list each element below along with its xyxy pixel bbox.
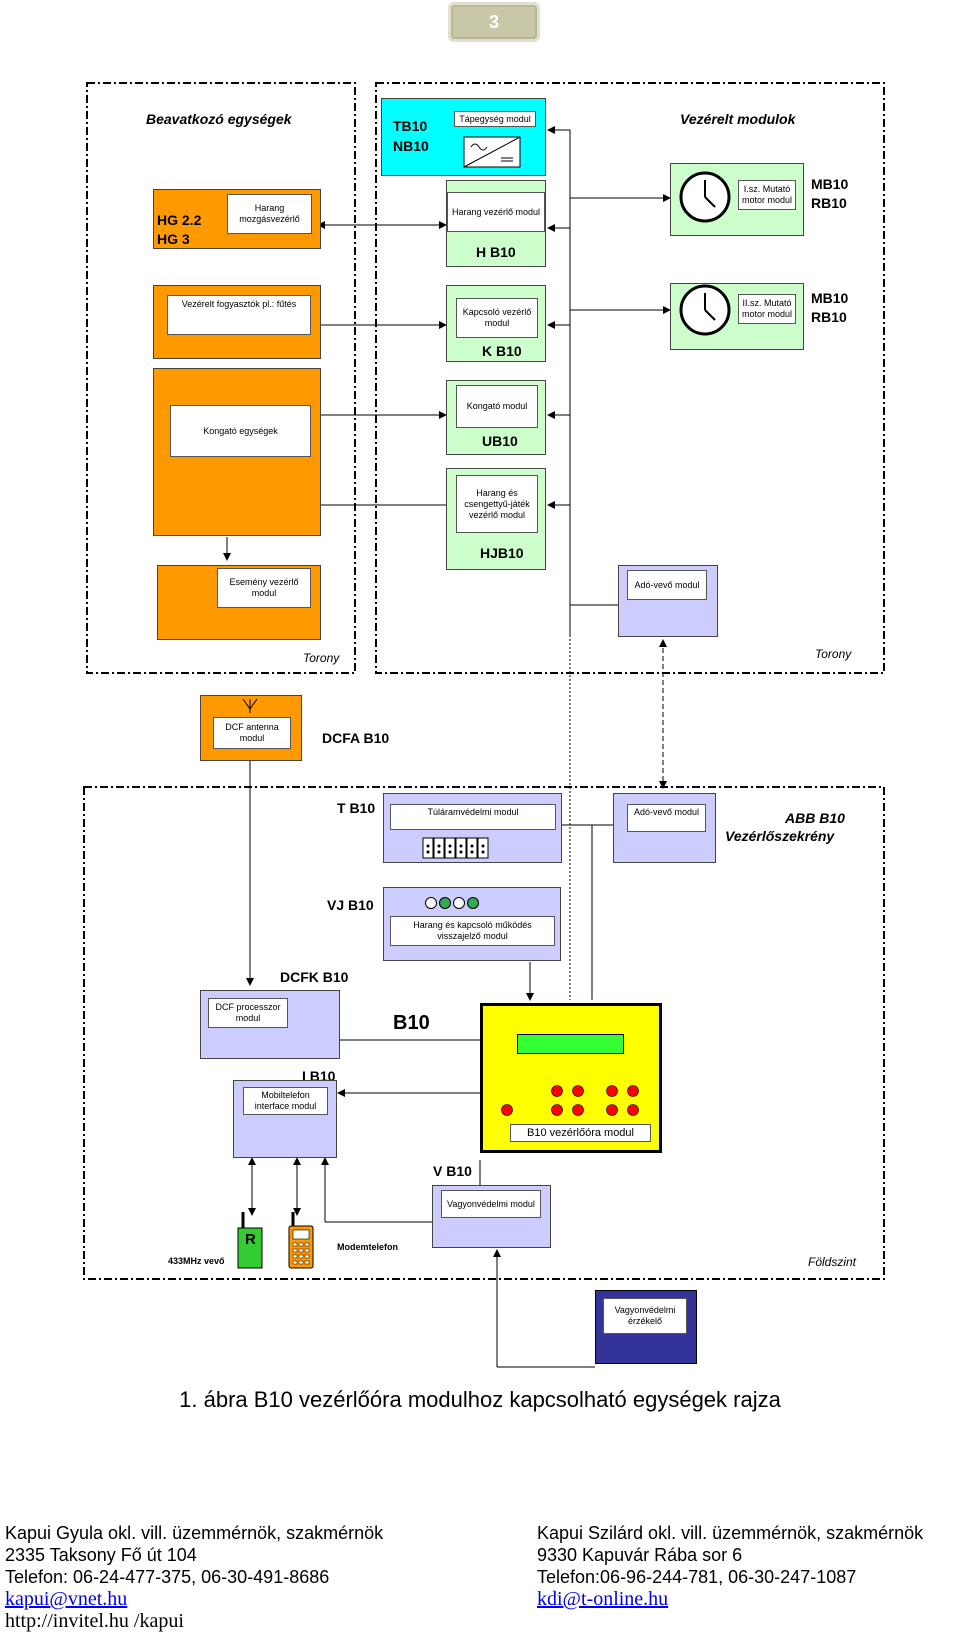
tb10-name-1: TB10	[393, 118, 428, 134]
hg-name-2: HG 3	[157, 231, 190, 247]
kb10-name: K B10	[482, 343, 522, 359]
footer-left-name: Kapui Gyula okl. vill. üzemmérnök, szakm…	[5, 1523, 384, 1543]
vb10-name: V B10	[433, 1163, 472, 1179]
right-group-title: Vezérelt modulok	[680, 111, 796, 127]
frame-beavatkozo	[86, 82, 356, 674]
footer-left-email-link[interactable]: kapui@vnet.hu	[5, 1588, 128, 1610]
dcfk-inner: DCF processzor modul	[208, 998, 288, 1028]
left-group-title: Beavatkozó egységek	[146, 111, 292, 127]
hb10-inner: Harang vezérlő modul	[447, 192, 545, 232]
receiver-letter: R	[245, 1231, 256, 1248]
receiver-label: 433MHz vevő	[168, 1256, 225, 1266]
cabinet-title: ABB B10	[785, 810, 845, 826]
vb10-inner: Vagyonvédelmi modul	[441, 1190, 541, 1218]
radio-receiver-icon	[237, 1212, 263, 1269]
clock-icon	[679, 171, 731, 223]
tb10-cabinet-name: T B10	[337, 800, 376, 816]
frame-vezerelt	[375, 82, 885, 674]
b10-display	[517, 1034, 624, 1054]
mb10-2-name-2: RB10	[811, 309, 847, 325]
tower-right-label: Torony	[815, 647, 852, 661]
tb10-inner: Tápegység modul	[454, 111, 536, 127]
esemeny-inner: Esemény vezérlő modul	[217, 568, 311, 608]
modem-label: Modemtelefon	[337, 1242, 399, 1252]
b10-buttons	[501, 1085, 639, 1116]
ub10-name: UB10	[482, 433, 518, 449]
footer-left-phone: Telefon: 06-24-477-375, 06-30-491-8686	[5, 1567, 330, 1587]
footer-right-email-link[interactable]: kdi@t-online.hu	[537, 1588, 669, 1610]
led-icon	[425, 897, 479, 909]
dcfa-inner: DCF antenna modul	[213, 717, 291, 749]
mb10-2-inner: II.sz. Mutató motor modul	[738, 294, 796, 324]
kb10-inner: Kapcsoló vezérlő modul	[456, 298, 538, 338]
hjb10-name: HJB10	[480, 545, 524, 561]
footer-left: Kapui Gyula okl. vill. üzemmérnök, szakm…	[5, 1522, 383, 1632]
hg-inner: Harang mozgásvezérlő	[227, 194, 312, 234]
cabinet-subtitle: Vezérlőszekrény	[725, 828, 835, 844]
power-supply-icon	[463, 136, 521, 168]
page-number-badge: 3	[448, 2, 540, 42]
figure-caption: 1. ábra B10 vezérlőóra modulhoz kapcsolh…	[179, 1387, 781, 1412]
antenna-icon	[242, 698, 258, 713]
frame-cabinet	[83, 786, 885, 1280]
ub10-inner: Kongató modul	[456, 385, 538, 428]
mb10-2-name-1: MB10	[811, 290, 849, 306]
ground-label: Földszint	[808, 1255, 857, 1269]
kongato-egysegek-inner: Kongató egységek	[170, 405, 311, 457]
footer-right: Kapui Szilárd okl. vill. üzemmérnök, sza…	[537, 1522, 923, 1610]
footer-right-name: Kapui Szilárd okl. vill. üzemmérnök, sza…	[537, 1523, 924, 1543]
vj-name: VJ B10	[327, 897, 374, 913]
futes-inner: Vezérelt fogyasztók pl.: fűtés	[167, 295, 311, 335]
hg-name-1: HG 2.2	[157, 212, 202, 228]
ib10-inner: Mobiltelefon interface modul	[243, 1087, 328, 1115]
fuse-icon	[422, 837, 489, 859]
mb10-1-name-2: RB10	[811, 195, 847, 211]
vj-inner: Harang és kapcsoló működés visszajelző m…	[390, 916, 555, 946]
tb10-name-2: NB10	[393, 138, 429, 154]
mb10-1-inner: I.sz. Mutató motor modul	[738, 180, 796, 210]
adovevo-cabinet-inner: Adó-vevő modul	[627, 804, 706, 832]
adovevo-top-inner: Adó-vevő modul	[627, 570, 707, 600]
dcfa-name: DCFA B10	[322, 730, 390, 746]
footer-right-phone: Telefon:06-96-244-781, 06-30-247-1087	[537, 1567, 857, 1587]
hjb10-inner: Harang és csengettyű-játék vezérlő modul	[456, 475, 538, 533]
tower-left-label: Torony	[303, 651, 340, 665]
sensor-inner: Vagyonvédelmi érzékelő	[603, 1298, 687, 1334]
clock-icon	[679, 284, 731, 336]
b10-inner: B10 vezérlőóra modul	[510, 1124, 651, 1142]
footer-left-address: 2335 Taksony Fő út 104	[5, 1545, 197, 1565]
footer-right-address: 9330 Kapuvár Rába sor 6	[537, 1545, 743, 1565]
dcfk-name: DCFK B10	[280, 969, 349, 985]
mb10-1-name-1: MB10	[811, 176, 849, 192]
b10-name: B10	[393, 1012, 430, 1034]
hb10-name: H B10	[476, 244, 516, 260]
mobile-phone-icon	[288, 1212, 314, 1269]
footer-left-url[interactable]: http://invitel.hu /kapui	[5, 1610, 184, 1632]
tb10-cabinet-inner: Túláramvédelmi modul	[390, 804, 556, 830]
